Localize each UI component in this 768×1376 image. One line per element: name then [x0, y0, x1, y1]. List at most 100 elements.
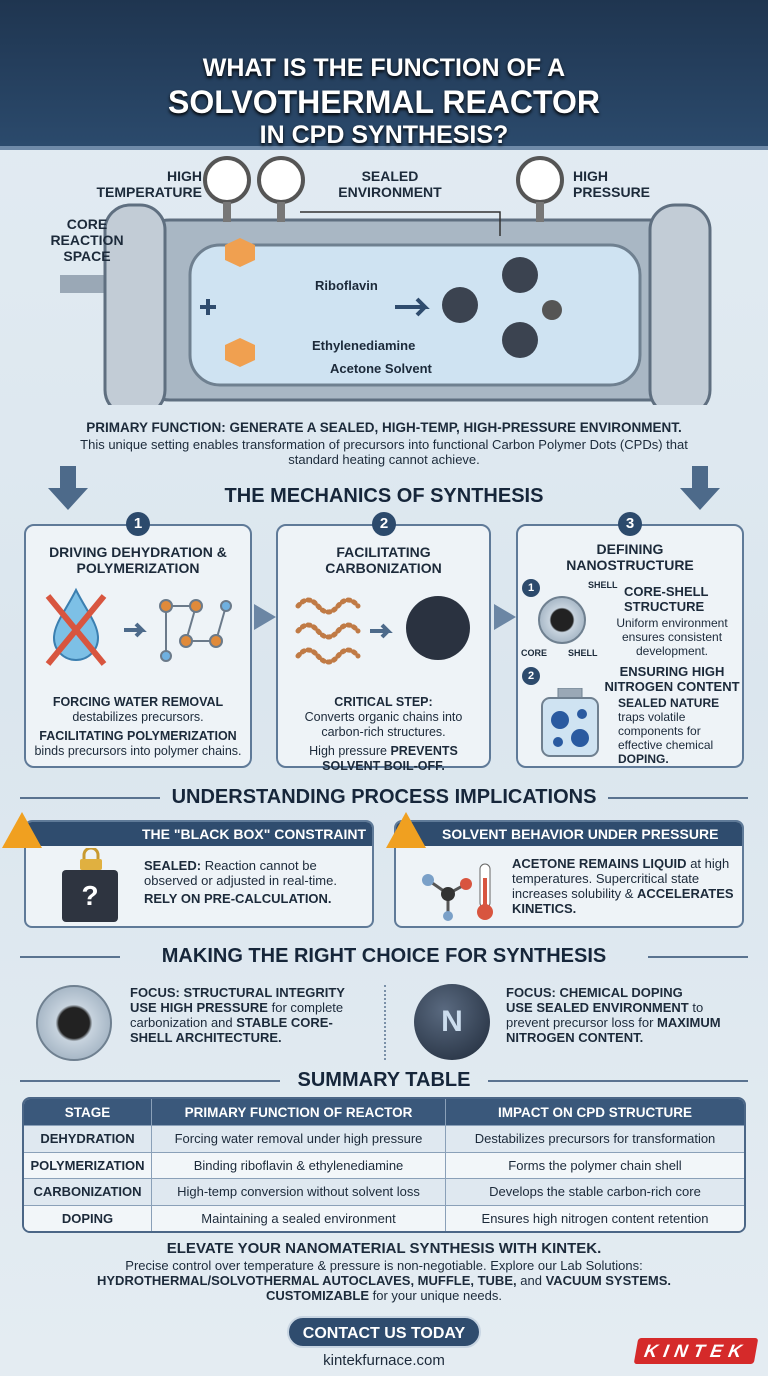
- cpd-particle: [502, 257, 538, 293]
- black-box-panel: THE "BLACK BOX" CONSTRAINT ? SEALED: Rea…: [24, 820, 374, 928]
- column-header: IMPACT ON CPD STRUCTURE: [446, 1099, 744, 1125]
- sub-bold: SEALED NATURE: [618, 696, 720, 710]
- reactor-illustration: [60, 156, 712, 405]
- arrow-icon: [370, 623, 393, 639]
- card-bold: PREVENTS SOLVENT BOIL-OFF.: [322, 744, 458, 773]
- panel-text: at high temperatures. Supercritical stat…: [512, 856, 730, 901]
- nitrogen-jar-icon: [541, 688, 599, 757]
- plus-icon: [200, 299, 216, 315]
- primary-function-text: This unique setting enables transformati…: [80, 437, 688, 467]
- primary-function-headline: PRIMARY FUNCTION: GENERATE A SEALED, HIG…: [86, 420, 682, 435]
- choice-title: MAKING THE RIGHT CHOICE FOR SYNTHESIS: [161, 945, 607, 967]
- temperature-gauge: [203, 156, 251, 204]
- padlock-icon: [80, 848, 102, 870]
- cell-stage: DOPING: [24, 1204, 152, 1231]
- cell-impact: Develops the stable carbon-rich core: [446, 1178, 744, 1205]
- card-text: binds precursors into polymer chains.: [34, 744, 242, 758]
- cta-headline: ELEVATE YOUR NANOMATERIAL SYNTHESIS WITH…: [166, 1240, 602, 1257]
- carbon-core-icon: [406, 596, 470, 660]
- header-banner: [0, 0, 768, 150]
- high-pressure-label: HIGH PRESSURE: [573, 168, 651, 200]
- carbonization-illustration: [295, 596, 470, 665]
- cta-bold: VACUUM SYSTEMS.: [545, 1273, 671, 1288]
- card-text: Converts organic chains into carbon-rich…: [304, 710, 463, 739]
- reaction-arrow-icon: [395, 297, 430, 317]
- cell-impact: Ensures high nitrogen content retention: [446, 1204, 744, 1231]
- organic-chain-icon: [295, 597, 361, 665]
- card-bold: FACILITATING POLYMERIZATION: [39, 729, 237, 743]
- left-flange: [103, 203, 167, 405]
- choice-bold: MAXIMUM NITROGEN CONTENT.: [506, 1015, 721, 1045]
- column-header: PRIMARY FUNCTION OF REACTOR: [152, 1099, 446, 1125]
- warning-icon: [386, 812, 426, 848]
- step-badge: 1: [126, 512, 150, 536]
- seal-gauge: [257, 156, 305, 204]
- card-title: FACILITATING CARBONIZATION: [325, 544, 442, 576]
- cta-body: Precise control over temperature & press…: [0, 1258, 768, 1303]
- sub-badge: 1: [522, 579, 540, 597]
- card-text: destabilizes precursors.: [72, 710, 204, 724]
- title-line-1: WHAT IS THE FUNCTION OF A: [202, 54, 566, 82]
- core-shell-particle-icon: [36, 985, 112, 1061]
- cell-stage: POLYMERIZATION: [24, 1151, 152, 1178]
- column-header: STAGE: [24, 1099, 152, 1125]
- mechanics-card-2: FACILITATING CARBONIZATION CRITICAL STEP…: [276, 524, 491, 773]
- solvent-panel: SOLVENT BEHAVIOR UNDER PRESSURE ACETONE …: [394, 820, 744, 928]
- cell-impact: Destabilizes precursors for transformati…: [446, 1125, 744, 1152]
- riboflavin-label: Riboflavin: [315, 278, 378, 293]
- solvent-label: Acetone Solvent: [330, 361, 432, 376]
- step-badge: 2: [372, 512, 396, 536]
- warning-icon: [2, 812, 42, 848]
- sub-text: Uniform environment ensures consistent d…: [616, 616, 728, 658]
- sub-bold: DOPING.: [618, 752, 669, 766]
- sub-title: CORE-SHELL STRUCTURE: [624, 584, 709, 614]
- polymer-molecule-icon: [159, 599, 232, 662]
- cell-stage: CARBONIZATION: [24, 1178, 152, 1205]
- cell-function: Forcing water removal under high pressur…: [152, 1125, 446, 1152]
- panel-bold: ACCELERATES KINETICS.: [512, 886, 734, 916]
- divider: [20, 956, 120, 958]
- riboflavin-molecule: [225, 338, 255, 367]
- cpd-particle: [442, 287, 478, 323]
- summary-title: SUMMARY TABLE: [297, 1069, 471, 1091]
- panel-bold: ACETONE REMAINS LIQUID: [512, 856, 687, 871]
- sub-badge: 2: [522, 667, 540, 685]
- choice-bold: STABLE CORE-SHELL ARCHITECTURE.: [130, 1015, 333, 1045]
- sub-title: ENSURING HIGH NITROGEN CONTENT: [604, 664, 740, 694]
- flow-arrow-icon: [494, 604, 516, 630]
- cpd-particle: [502, 322, 538, 358]
- ethylenediamine-label: Ethylenediamine: [312, 338, 416, 353]
- black-box-icon: ?: [62, 870, 118, 922]
- cell-function: High-temp conversion without solvent los…: [152, 1178, 446, 1205]
- arrow-icon: [124, 622, 147, 638]
- core-reaction-space-label: CORE REACTION SPACE: [50, 216, 124, 264]
- shell-label: SHELL: [588, 580, 618, 590]
- cell-stage: DEHYDRATION: [24, 1125, 152, 1152]
- down-arrow-icon: [48, 466, 88, 510]
- divider: [648, 956, 748, 958]
- title-line-3: IN CPD SYNTHESIS?: [259, 121, 509, 149]
- panel-text: Reaction cannot be observed or adjusted …: [144, 858, 337, 888]
- right-flange: [648, 203, 712, 405]
- riboflavin-molecule: [225, 238, 255, 267]
- sealed-environment-label: SEALED ENVIRONMENT: [338, 168, 442, 200]
- choice-focus: FOCUS: CHEMICAL DOPING: [506, 985, 683, 1000]
- core-shell-icon: [538, 596, 586, 644]
- high-temperature-label: HIGH TEMPERATURE: [96, 168, 202, 200]
- nitrogen-doped-particle-icon: N: [414, 984, 490, 1060]
- choice-bold: USE HIGH PRESSURE: [130, 1000, 268, 1015]
- cta-line: for your unique needs.: [372, 1288, 503, 1303]
- choice-text: for complete carbonization and: [130, 1000, 344, 1030]
- implications-title: UNDERSTANDING PROCESS IMPLICATIONS: [171, 786, 597, 808]
- choice-text: to prevent precursor loss for: [506, 1000, 704, 1030]
- divider: [488, 1080, 748, 1082]
- card-bold: FORCING WATER REMOVAL: [52, 695, 224, 709]
- flow-arrow-icon: [254, 604, 276, 630]
- contact-us-button[interactable]: CONTACT US TODAY: [287, 1316, 481, 1348]
- card-title: DRIVING DEHYDRATION & POLYMERIZATION: [49, 544, 227, 576]
- title-line-2: SOLVOTHERMAL REACTOR: [167, 84, 600, 120]
- website-link[interactable]: kintekfurnace.com: [323, 1352, 445, 1369]
